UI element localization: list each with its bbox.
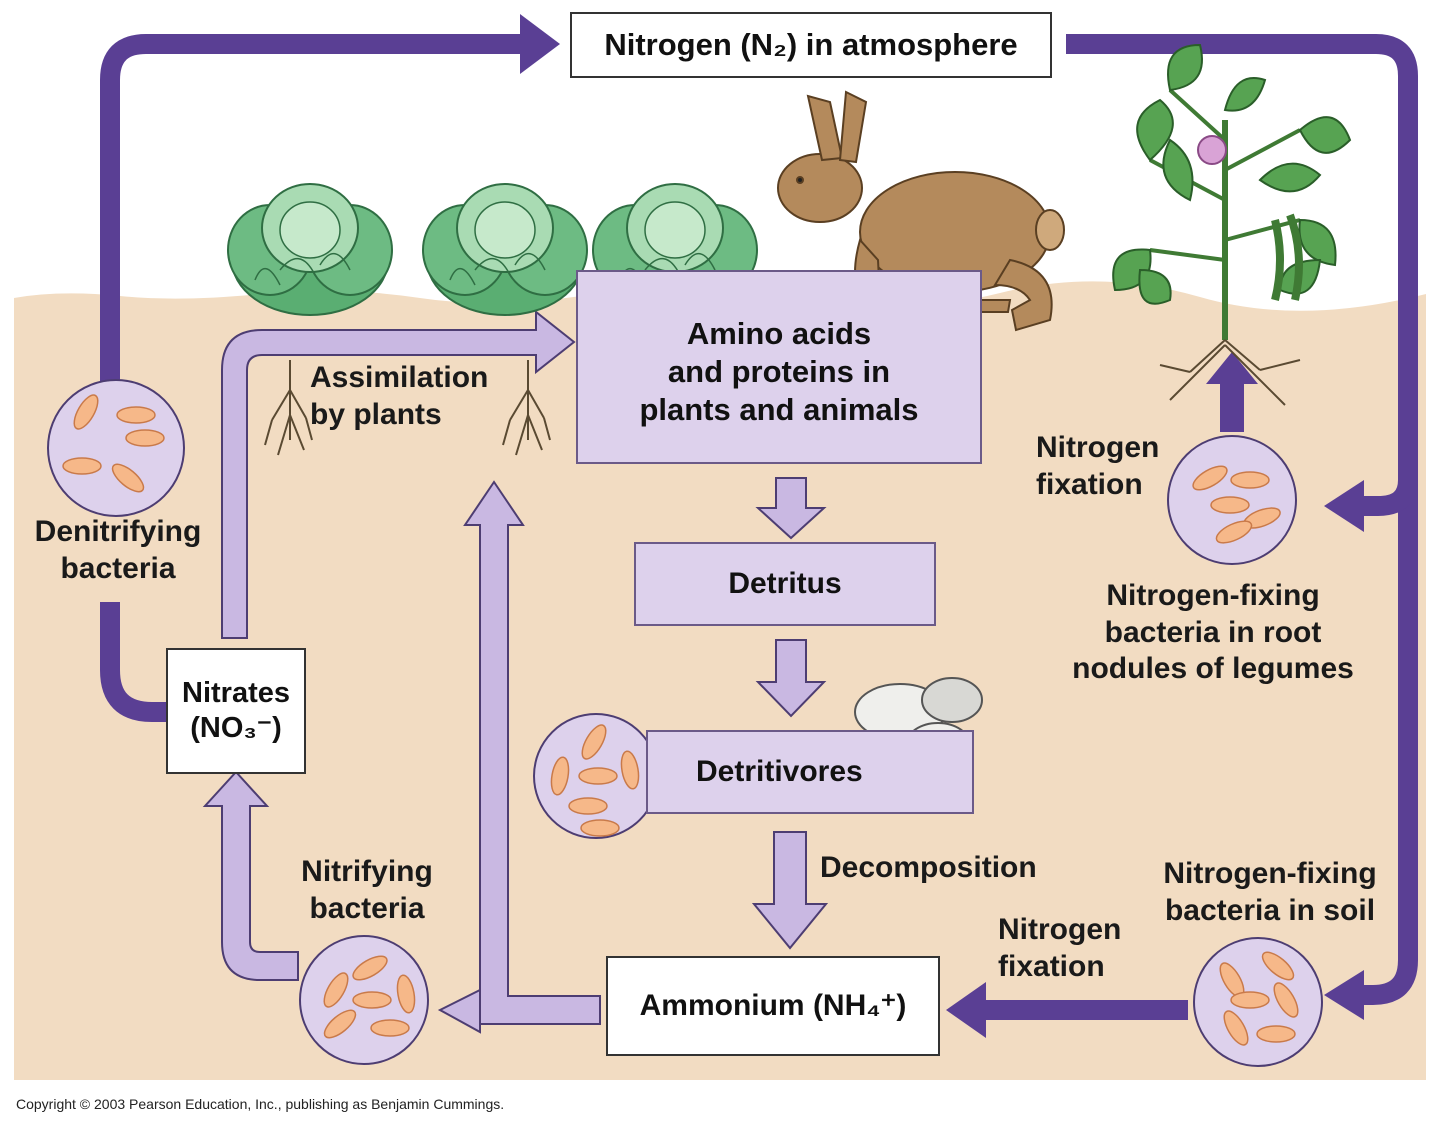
arrow-shaft-plant [1220, 380, 1244, 432]
arrow-to-ammonium [946, 982, 986, 1038]
legume-plant [1112, 43, 1352, 406]
denitrifying-label: Denitrifying bacteria [34, 515, 202, 585]
assimilation-label: Assimilation by plants [310, 361, 489, 431]
nitrogen-fixation-bottom-label: Nitrogen fixation [998, 913, 1122, 983]
nitrogen-fixation-top-label: Nitrogen fixation [1036, 431, 1160, 501]
denitrifying-bacteria-circle [47, 379, 185, 517]
fixation-path [984, 34, 1418, 1020]
arrow-to-atmosphere [520, 14, 560, 74]
detritivores-box: Detritivores [646, 730, 974, 814]
atmosphere-box: Nitrogen (N₂) in atmosphere [570, 12, 1052, 78]
decomposition-label: Decomposition [820, 851, 1037, 884]
assimilation-path [202, 309, 601, 1034]
root-nodule-bacteria-label: Nitrogen-fixing bacteria in root nodules… [1072, 579, 1354, 686]
arrow-to-root-nodules [1324, 480, 1364, 532]
detritus-box: Detritus [634, 542, 936, 626]
nitrifying-label: Nitrifying bacteria [301, 855, 433, 925]
detritivore-bacteria-circle [533, 713, 659, 839]
arrow-to-soil-bacteria [1324, 970, 1364, 1020]
copyright-notice: Copyright © 2003 Pearson Education, Inc.… [16, 1096, 505, 1112]
soil-bacteria-label: Nitrogen-fixing bacteria in soil [1163, 857, 1377, 927]
denitrification-path [100, 34, 520, 722]
nitrifying-bacteria-circle [299, 935, 429, 1065]
lettuce-1 [227, 183, 393, 316]
arrow-to-legume [1206, 352, 1258, 384]
soil-background [14, 281, 1426, 1081]
lettuce-2 [422, 183, 588, 316]
flow-arrows-down [751, 477, 829, 950]
amino-acids-box: Amino acids and proteins in plants and a… [576, 270, 982, 464]
nitrates-box: Nitrates (NO₃⁻) [166, 648, 306, 774]
root-nodule-bacteria-circle [1167, 435, 1297, 565]
ammonium-box: Ammonium (NH₄⁺) [606, 956, 940, 1056]
soil-fixing-bacteria-circle [1193, 937, 1323, 1067]
